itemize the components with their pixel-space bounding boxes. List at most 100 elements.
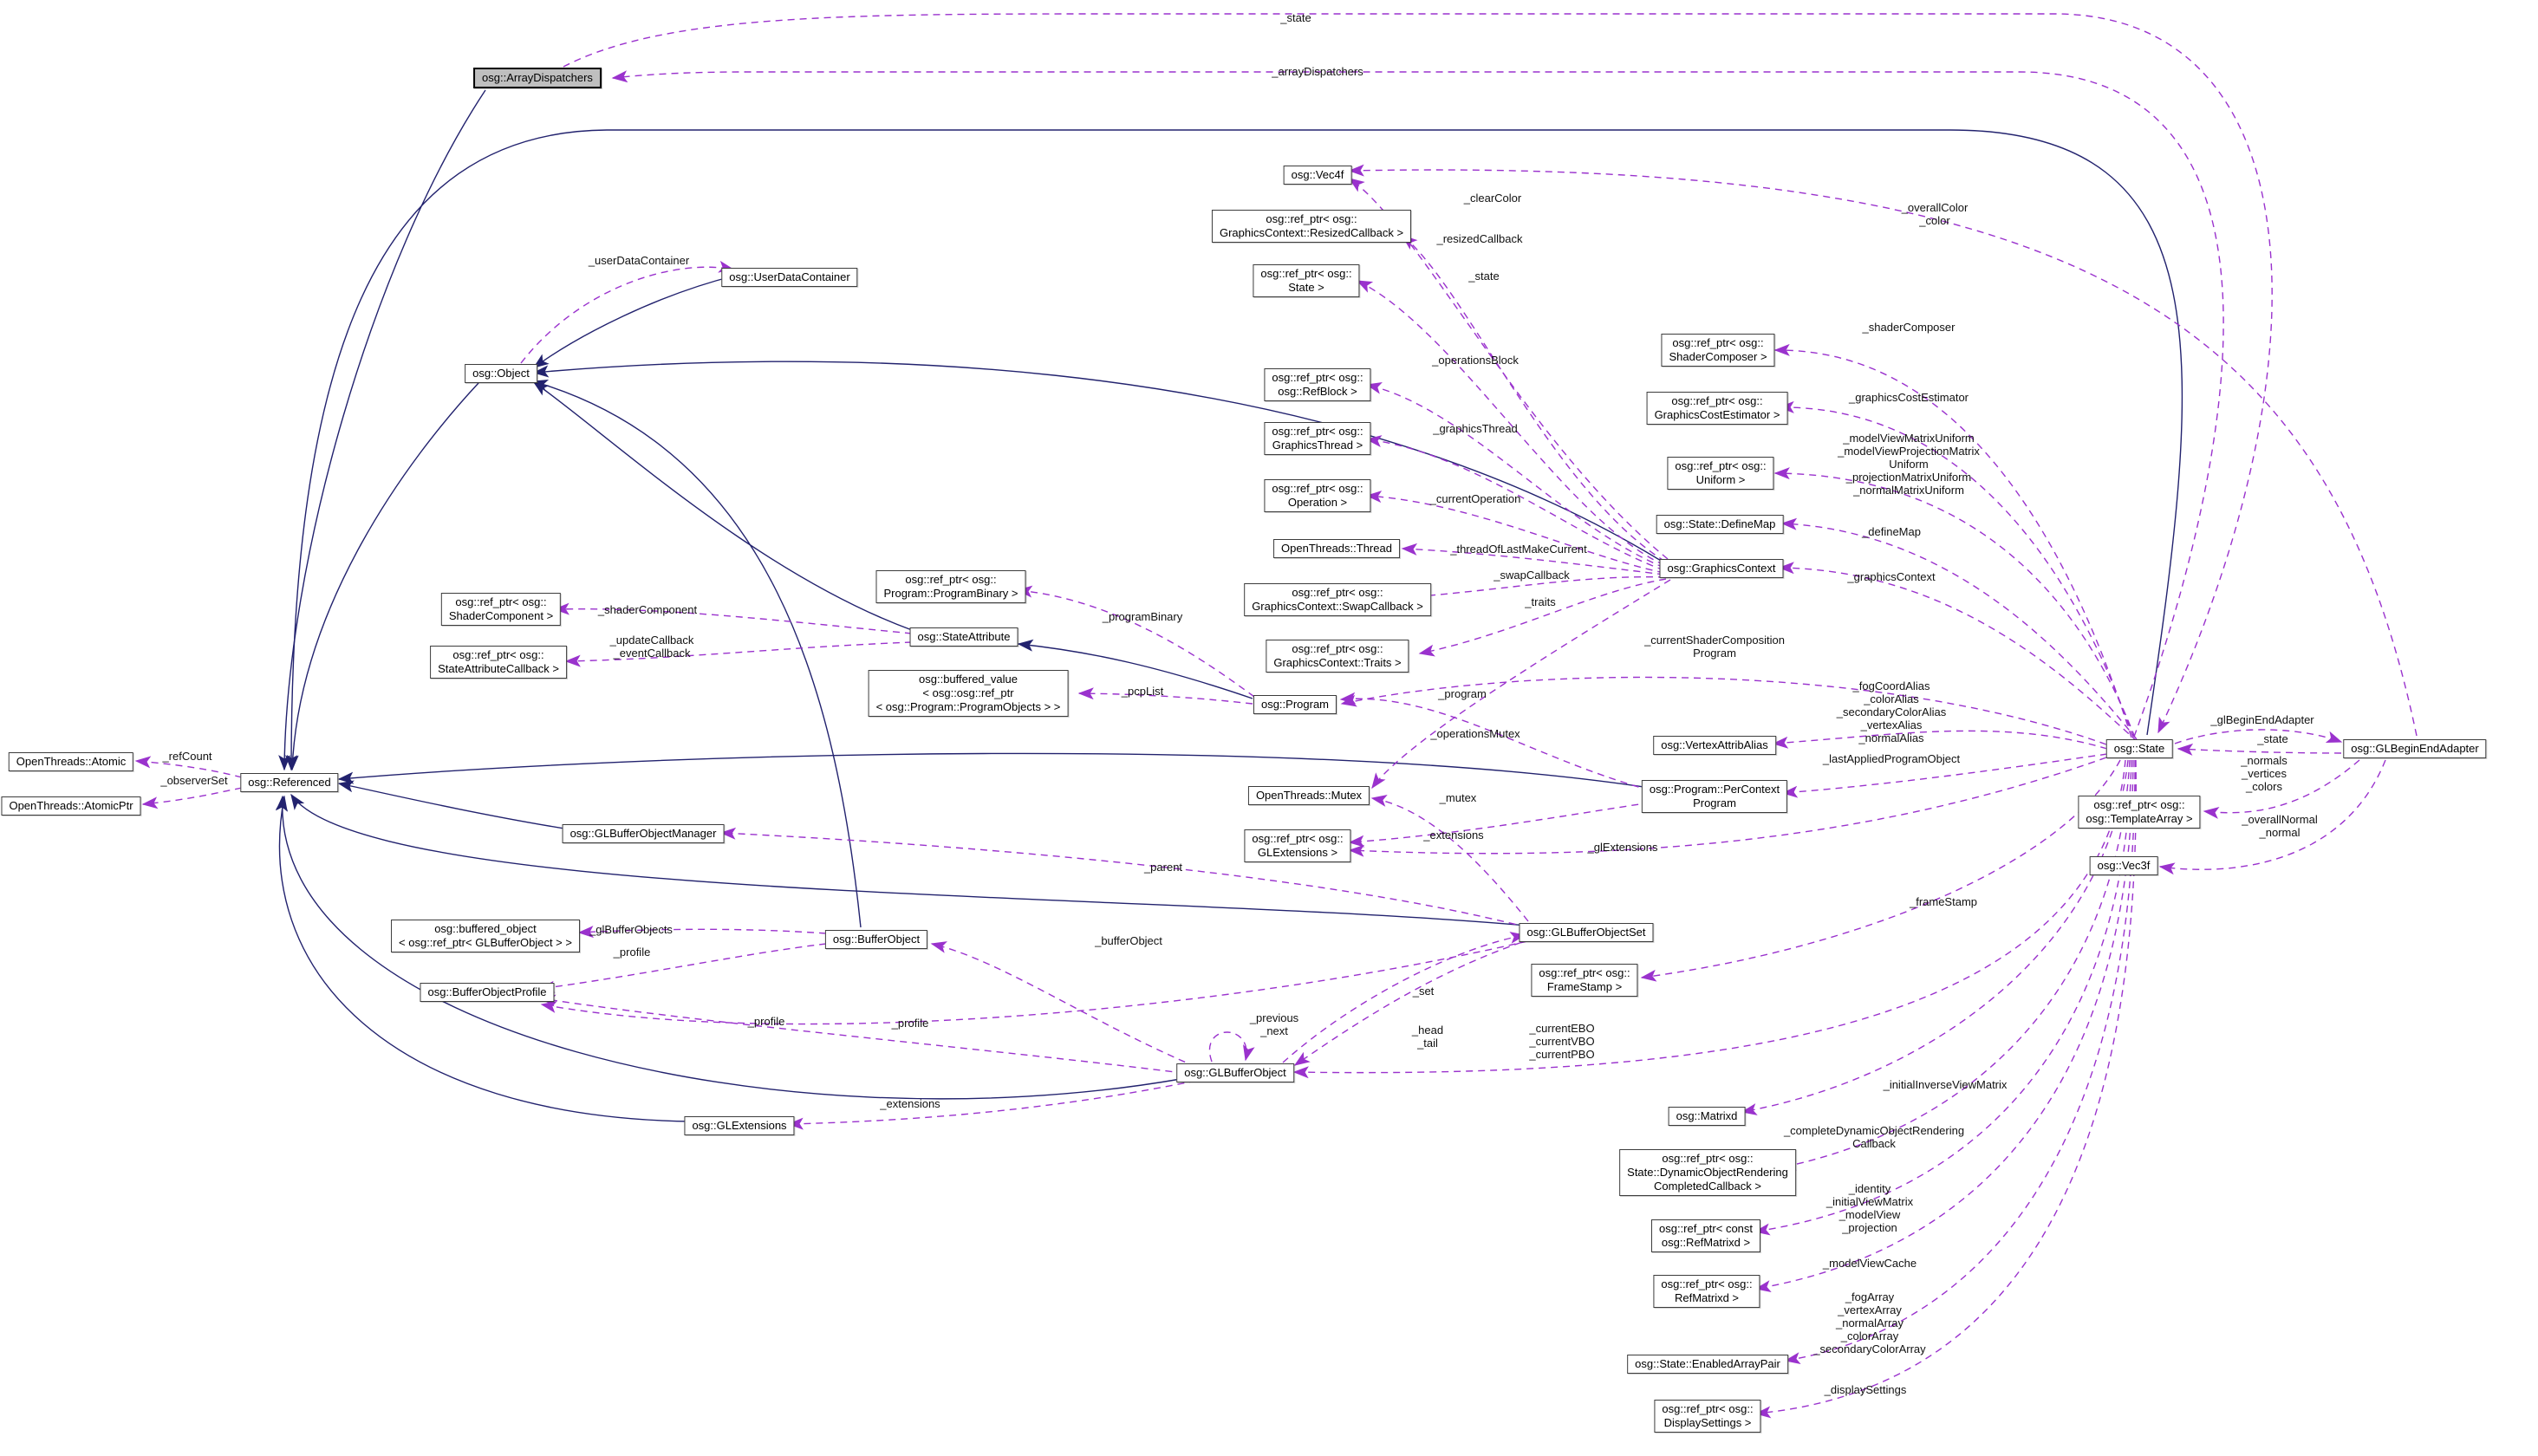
- class-node-glbufferobject[interactable]: osg::GLBufferObject: [1176, 1063, 1294, 1082]
- class-node-refmatrixd-ref[interactable]: osg::ref_ptr< osg::RefMatrixd >: [1653, 1275, 1760, 1308]
- inheritance-edge: [532, 381, 913, 631]
- edge-label: _lastAppliedProgramObject: [1822, 752, 1961, 765]
- class-node-displaysettings-ref[interactable]: osg::ref_ptr< osg::DisplaySettings >: [1654, 1400, 1761, 1433]
- edge-label: _initialInverseViewMatrix: [1883, 1078, 2008, 1091]
- class-node-framestamp-ref[interactable]: osg::ref_ptr< osg::FrameStamp >: [1531, 964, 1638, 997]
- edge-label: _threadOfLastMakeCurrent: [1450, 543, 1587, 556]
- usage-edge: [1371, 579, 1671, 790]
- class-node-arraydispatchers[interactable]: osg::ArrayDispatchers: [473, 68, 602, 88]
- class-node-thread[interactable]: OpenThreads::Thread: [1273, 539, 1400, 558]
- class-node-userdatacontainer[interactable]: osg::UserDataContainer: [721, 268, 858, 287]
- edge-label: _swapCallback: [1494, 569, 1570, 582]
- class-node-referenced[interactable]: osg::Referenced: [240, 773, 339, 792]
- inheritance-edge: [1017, 639, 1253, 699]
- class-node-dynamiccb-ref[interactable]: osg::ref_ptr< osg::State::DynamicObjectR…: [1619, 1149, 1796, 1196]
- usage-edge: [1418, 578, 1667, 657]
- edge-label: _currentEBO_currentVBO_currentPBO: [1529, 1022, 1595, 1061]
- class-node-uniform-ref[interactable]: osg::ref_ptr< osg::Uniform >: [1667, 457, 1774, 490]
- usage-edge: [1778, 400, 2134, 738]
- usage-edge: [1365, 381, 1665, 569]
- class-node-graphicscontext[interactable]: osg::GraphicsContext: [1659, 559, 1784, 578]
- class-node-definemap[interactable]: osg::State::DefineMap: [1656, 515, 1784, 534]
- class-node-resizedcb-ref[interactable]: osg::ref_ptr< osg::GraphicsContext::Resi…: [1211, 210, 1412, 243]
- usage-edge: [1754, 759, 2132, 1236]
- usage-edge: [1348, 178, 1669, 560]
- usage-edge: [1348, 802, 1651, 848]
- edge-label: _parent: [1143, 861, 1183, 874]
- edge-label: _programBinary: [1102, 610, 1183, 623]
- usage-edge: [520, 260, 735, 364]
- inheritance-edge: [337, 752, 1650, 789]
- edge-label: _glExtensions: [1587, 841, 1658, 854]
- class-node-bufferobject[interactable]: osg::BufferObject: [824, 930, 928, 949]
- usage-edge: [1356, 280, 1665, 566]
- class-node-mutex[interactable]: OpenThreads::Mutex: [1247, 786, 1370, 805]
- class-node-glbufferobjectmanager[interactable]: osg::GLBufferObjectManager: [562, 824, 725, 843]
- class-node-buffered-object[interactable]: osg::buffered_object< osg::ref_ptr< GLBu…: [391, 920, 580, 952]
- class-node-refblock-ref[interactable]: osg::ref_ptr< osg::osg::RefBlock >: [1264, 368, 1371, 401]
- edge-label: _pcpList: [1121, 685, 1164, 698]
- edge-label: _observerSet: [160, 774, 228, 787]
- class-node-state-ref[interactable]: osg::ref_ptr< osg::State >: [1253, 264, 1360, 297]
- edge-label: _updateCallback_eventCallback: [609, 634, 694, 660]
- class-node-matrixd[interactable]: osg::Matrixd: [1668, 1107, 1746, 1126]
- class-node-operation-ref[interactable]: osg::ref_ptr< osg::Operation >: [1264, 479, 1371, 512]
- class-node-enabledarraypair[interactable]: osg::State::EnabledArrayPair: [1627, 1355, 1788, 1374]
- class-node-templatearray-ref[interactable]: osg::ref_ptr< osg::osg::TemplateArray >: [2078, 796, 2201, 829]
- class-node-shadercomponent-ref[interactable]: osg::ref_ptr< osg::ShaderComponent >: [440, 593, 562, 626]
- class-node-graphicscostestimator-ref[interactable]: osg::ref_ptr< osg::GraphicsCostEstimator…: [1646, 392, 1788, 425]
- usage-edge: [540, 940, 1528, 1025]
- class-node-traits-ref[interactable]: osg::ref_ptr< osg::GraphicsContext::Trai…: [1266, 640, 1409, 673]
- class-node-stateattribute[interactable]: osg::StateAttribute: [909, 627, 1018, 647]
- edge-label: _previous_next: [1249, 1011, 1299, 1037]
- edge-label: _bufferObject: [1095, 934, 1162, 947]
- usage-edge: [1282, 932, 1526, 1063]
- edge-label: _state: [1468, 270, 1500, 283]
- class-node-vertexattribalias[interactable]: osg::VertexAttribAlias: [1653, 736, 1776, 755]
- usage-edge: [719, 827, 1528, 928]
- class-node-object[interactable]: osg::Object: [465, 364, 537, 383]
- inheritance-edge: [276, 795, 694, 1122]
- inheritance-edge: [285, 129, 2183, 771]
- usage-edge: [538, 943, 827, 993]
- usage-edge: [1773, 467, 2136, 738]
- edge-label: _normals_vertices_colors: [2241, 754, 2287, 793]
- usage-edge: [1754, 759, 2134, 1293]
- class-node-buffered-value[interactable]: osg::buffered_value< osg::osg::ref_ptr< …: [868, 670, 1069, 717]
- class-node-stateattributecallback-ref[interactable]: osg::ref_ptr< osg::StateAttributeCallbac…: [430, 646, 567, 679]
- usage-edge: [1778, 562, 2138, 743]
- edge-label: _frameStamp: [1909, 895, 1978, 908]
- usage-edge: [1077, 687, 1253, 705]
- class-node-vec3f[interactable]: osg::Vec3f: [2089, 856, 2158, 875]
- class-node-bufferobjectprofile[interactable]: osg::BufferObjectProfile: [420, 983, 555, 1002]
- inheritance-edge: [286, 382, 479, 771]
- class-node-glbufferobjectset[interactable]: osg::GLBufferObjectSet: [1519, 923, 1654, 942]
- class-node-programbinary-ref[interactable]: osg::ref_ptr< osg::Program::ProgramBinar…: [875, 570, 1026, 603]
- edge-label: _userDataContainer: [588, 254, 690, 267]
- class-node-glextensions[interactable]: osg::GLExtensions: [684, 1116, 795, 1135]
- usage-edge: [2174, 729, 2343, 744]
- class-node-atomicptr[interactable]: OpenThreads::AtomicPtr: [1, 796, 141, 816]
- usage-edge: [1781, 753, 2108, 798]
- usage-edge: [1772, 730, 2108, 750]
- class-node-shadercomposer-ref[interactable]: osg::ref_ptr< osg::ShaderComposer >: [1661, 334, 1775, 367]
- class-node-vec4f[interactable]: osg::Vec4f: [1283, 166, 1352, 185]
- class-node-swapcb-ref[interactable]: osg::ref_ptr< osg::GraphicsContext::Swap…: [1244, 583, 1431, 616]
- edge-label: _graphicsThread: [1433, 422, 1518, 435]
- class-node-state[interactable]: osg::State: [2105, 739, 2173, 758]
- class-node-program[interactable]: osg::Program: [1253, 695, 1337, 714]
- class-node-glextensions-ref[interactable]: osg::ref_ptr< osg::GLExtensions >: [1244, 829, 1351, 862]
- usage-edge: [1741, 759, 2129, 1115]
- edge-label: _glBeginEndAdapter: [2210, 713, 2314, 726]
- edge-label: _identity_initialViewMatrix_modelView_pr…: [1825, 1182, 1914, 1234]
- class-node-graphicsthread-ref[interactable]: osg::ref_ptr< osg::GraphicsThread >: [1264, 422, 1371, 455]
- usage-edge: [1784, 759, 2136, 1365]
- class-node-glbeginendadapter[interactable]: osg::GLBeginEndAdapter: [2343, 739, 2487, 758]
- edge-label: _refCount: [162, 750, 212, 763]
- usage-edge: [1340, 676, 2107, 745]
- class-node-atomic[interactable]: OpenThreads::Atomic: [8, 752, 134, 771]
